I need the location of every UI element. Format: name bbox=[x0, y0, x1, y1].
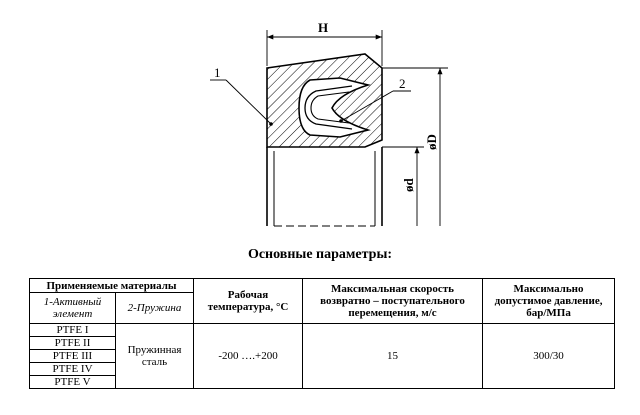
material-cell: PTFE I bbox=[29, 323, 116, 337]
material-cell: PTFE III bbox=[29, 349, 116, 363]
seal-body bbox=[266, 53, 383, 148]
speed-cell: 15 bbox=[302, 323, 484, 389]
seal-cross-section-drawing: H øD ød 1 2 bbox=[210, 20, 448, 227]
materials-header: Применяемые материалы bbox=[28, 278, 195, 293]
pressure-header: Максимально допустимое давление, бар/МПа bbox=[482, 278, 616, 324]
spring-element-inner bbox=[310, 91, 350, 124]
material-cell: PTFE V bbox=[29, 375, 116, 389]
pressure-cell: 300/30 bbox=[482, 323, 616, 389]
spring-header: 2-Пружина bbox=[114, 292, 195, 324]
dim-D-label: øD bbox=[424, 134, 439, 150]
material-cell: PTFE IV bbox=[29, 362, 116, 376]
dim-d-label: ød bbox=[401, 178, 416, 193]
dim-h-label: H bbox=[318, 20, 328, 35]
spring-element bbox=[304, 85, 353, 130]
speed-header: Максимальная скорость возвратно – поступ… bbox=[302, 278, 484, 324]
temperature-header: Рабочая температура, °С bbox=[193, 278, 304, 324]
callout-1-leader bbox=[225, 79, 273, 126]
material-cell: PTFE II bbox=[29, 336, 116, 350]
callout-2-leader bbox=[339, 90, 394, 123]
callout-2-label: 2 bbox=[399, 76, 406, 91]
parameters-table: Применяемые материалы Рабочая температур… bbox=[28, 278, 616, 389]
temperature-cell: -200 ….+200 bbox=[193, 323, 304, 389]
section-title: Основные параметры: bbox=[247, 247, 393, 262]
callout-1-label: 1 bbox=[214, 65, 221, 80]
active-element-header: 1-Активный элемент bbox=[29, 292, 116, 324]
spring-material-cell: Пружинная сталь bbox=[114, 323, 195, 389]
